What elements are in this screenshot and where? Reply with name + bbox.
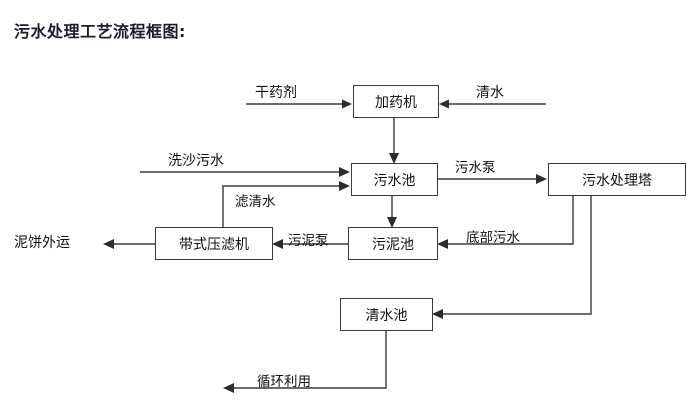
page-title: 污水处理工艺流程框图: — [14, 22, 186, 41]
label-filtered-clear-water: 滤清水 — [235, 194, 276, 210]
label-dry-reagent: 干药剂 — [255, 85, 297, 101]
arrowhead-pool-down — [387, 217, 397, 228]
edge-bottom-sewage-to-sludge — [446, 195, 574, 245]
arrowhead-filtered-water — [339, 181, 350, 191]
node-sewage-treatment-tower[interactable]: 污水处理塔 — [548, 163, 686, 196]
arrowhead-recycling — [223, 383, 234, 393]
label-bottom-sewage: 底部污水 — [466, 230, 520, 246]
node-sewage-pool[interactable]: 污水池 — [351, 163, 438, 196]
arrowhead-clean-pool — [432, 309, 443, 319]
arrowhead-sand-sewage — [339, 167, 350, 177]
arrowhead-sewage-pump — [536, 174, 547, 184]
node-dosing-machine[interactable]: 加药机 — [353, 85, 439, 118]
label-recycling-reuse: 循环利用 — [257, 374, 311, 390]
arrowhead-sludge-pump — [272, 239, 283, 249]
edge-filtered-water-to-pool — [222, 185, 341, 227]
label-sewage-pump: 污水泵 — [455, 160, 496, 176]
label-sand-washing-sewage: 洗沙污水 — [168, 153, 224, 169]
arrowhead-dry-reagent — [342, 99, 352, 109]
arrowhead-clean-water — [439, 99, 449, 109]
arrowhead-mudcake — [103, 239, 114, 249]
arrowhead-bottom-sewage — [437, 239, 448, 249]
label-clean-water-in: 清水 — [476, 85, 504, 101]
label-mud-cake-transport: 泥饼外运 — [14, 235, 70, 251]
edge-tower-to-clean-pool — [441, 195, 592, 315]
label-sludge-pump: 污泥泵 — [288, 233, 329, 249]
node-belt-filter-press[interactable]: 带式压滤机 — [155, 227, 273, 260]
node-clean-water-pool[interactable]: 清水池 — [340, 298, 433, 331]
edge-recycling-reuse — [232, 330, 387, 389]
node-sludge-pool[interactable]: 污泥池 — [348, 227, 438, 260]
arrowhead-dosing-down — [389, 153, 399, 164]
